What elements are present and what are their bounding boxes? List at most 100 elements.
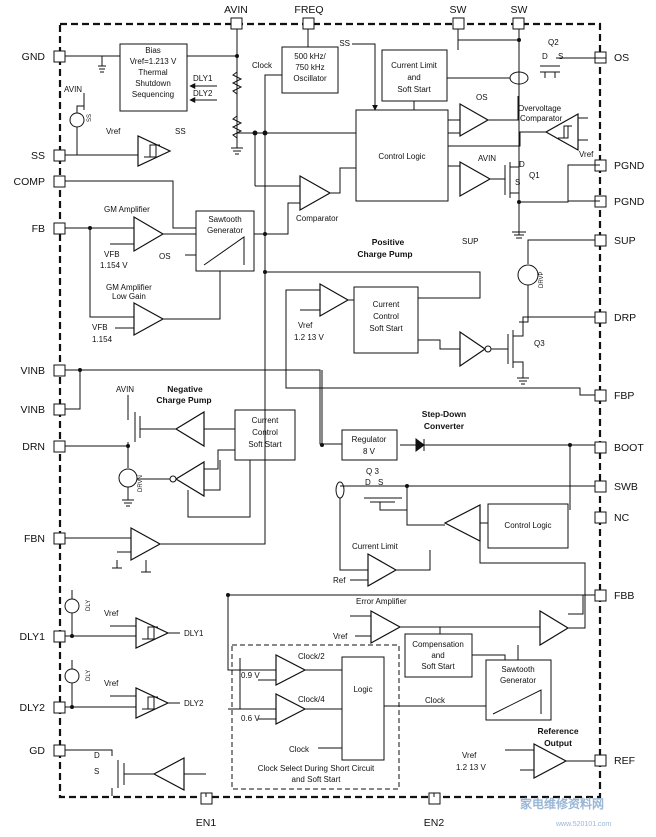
label-gm-low-2: Low Gain [112,292,146,301]
pin-en1: EN1 [196,817,217,829]
comp-text-3: Soft Start [421,662,455,671]
label-v06: 0.6 V [241,714,260,723]
label-vfb-low-1: VFB [92,323,108,332]
label-vfb-top-2: 1.154 V [100,261,128,270]
label-comparator: Comparator [296,214,339,223]
pcp-current-control-block [353,286,419,354]
label-d-q3: D [365,478,371,487]
label-d-q2: D [542,52,548,61]
label-s-gd: S [94,767,99,776]
current-limit-amp [367,552,398,588]
label-clock-saw: Clock [425,696,446,705]
label-d-gd: D [94,751,100,760]
pin-gnd: GND [22,51,46,63]
pin-fbn: FBN [24,533,45,545]
label-negative-cp-2: Charge Pump [156,395,211,405]
label-v09: 0.9 V [241,671,260,680]
label-stepdown-2: Converter [424,421,465,431]
pin-vinb-1: VINB [20,365,45,377]
reg-text-1: Regulator [352,435,387,444]
label-vref-ovp: Vref [579,150,594,159]
comp-text-1: Compensation [412,640,464,649]
pin-freq: FREQ [294,4,323,16]
label-avin-q1: AVIN [478,154,496,163]
label-avin-ncp: AVIN [116,385,134,394]
pin-sup: SUP [614,235,636,247]
pin-ref: REF [614,755,635,767]
clock-select-box [231,644,400,790]
pin-comp: COMP [14,176,46,188]
comp-text-2: and [431,651,444,660]
reg-text-2: 8 V [363,447,376,456]
pin-pgnd-1: PGND [614,160,645,172]
pin-fb: FB [32,223,45,235]
label-positive-cp-2: Charge Pump [357,249,412,259]
label-i-drvn: DRVN [138,475,144,492]
label-ref-out-1: Reference [537,726,578,736]
pwm-comparator [539,609,570,647]
label-dly2-out: DLY2 [184,699,204,708]
label-clock4: Clock/4 [298,695,325,704]
watermark-url: www.520101.com [555,821,611,828]
pin-nc: NC [614,512,630,524]
saw-bot-text-1: Sawtooth [501,665,534,674]
label-avin-ss: AVIN [64,85,82,94]
gd-driver-amp [152,757,185,791]
pin-os: OS [614,52,629,64]
pcp-text-3: Soft Start [369,324,403,333]
reference-buffer [533,743,568,779]
osc-text-1: 500 kHz/ [294,52,326,61]
fbn-amp [130,526,162,562]
label-vfb-top-1: VFB [104,250,120,259]
label-q3-buck: Q 3 [366,467,379,476]
label-q1: Q1 [529,171,540,180]
compensation-block [404,633,473,678]
pin-fbp: FBP [614,390,634,402]
label-current-limit-buck: Current Limit [352,542,399,551]
buck-driver-amp [443,504,481,542]
label-d-q1: D [519,160,525,169]
error-amplifier [370,609,402,645]
ncp-driver-amp [174,410,205,448]
pcp-inverter-bubble [484,345,492,353]
os-amp [459,102,490,138]
bias-block [119,43,188,112]
label-s-q3: S [378,478,383,487]
label-dly2-sig: DLY2 [193,89,213,98]
regulator-block [341,429,398,461]
label-gm-low-1: GM Amplifier [106,283,152,292]
pin-ss: SS [31,150,45,162]
bias-text-4: Shutdown [135,79,171,88]
dly2-comparator [135,687,170,719]
label-os-sig: OS [476,93,488,102]
pcp-error-amp [319,282,350,318]
control-logic-main-text: Control Logic [378,152,425,161]
label-error-amp: Error Amplifier [356,597,407,606]
label-s-q2: S [558,52,563,61]
pin-dly2: DLY2 [20,702,46,714]
dly1-comparator [135,617,170,649]
watermark-cn: 家电维修资料网 [520,796,604,811]
label-positive-cp-1: Positive [372,237,405,247]
label-negative-cp-1: Negative [167,384,203,394]
saw-bot-text-2: Generator [500,676,536,685]
label-ss-wire: SS [339,39,350,48]
gm-amplifier-low-gain [133,301,165,337]
label-vfb-low-2: 1.154 [92,335,113,344]
bias-text-5: Sequencing [132,90,174,99]
label-vref-pcp-2: 1.2 13 V [294,333,324,342]
ncp-error-amp [174,460,205,498]
pcp-text-2: Control [373,312,399,321]
pcp-driver-amp [459,330,487,368]
main-comparator [299,174,332,212]
watermark: 家电维修资料网 www.520101.com [520,796,611,828]
gm-amplifier [133,215,165,253]
pin-dly1: DLY1 [20,631,46,643]
bias-text-2: Vref=1.213 V [130,57,177,66]
label-q3-pcp: Q3 [534,339,545,348]
label-i-drvp: DRVP [539,271,545,288]
label-clock2: Clock/2 [298,652,325,661]
label-ovp-1: Overvoltage [518,104,562,113]
label-clock-logic: Clock [289,745,310,754]
